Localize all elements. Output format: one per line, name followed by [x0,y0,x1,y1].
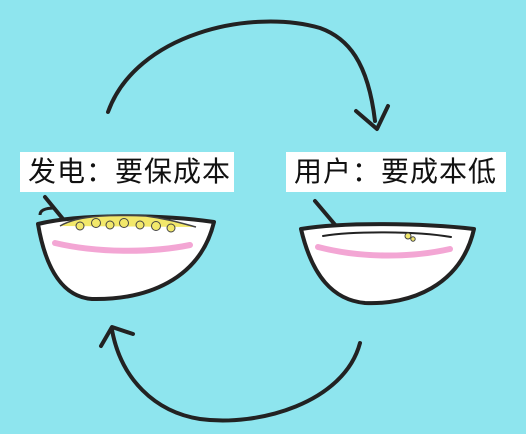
user-label: 用户：要成本低 [286,152,506,192]
left-bowl-icon [36,195,216,302]
right-bowl-icon [299,199,476,306]
top-arrow-icon [106,19,390,131]
bottom-arrow-icon [99,325,362,423]
power-generation-label: 发电：要保成本 [20,152,234,192]
